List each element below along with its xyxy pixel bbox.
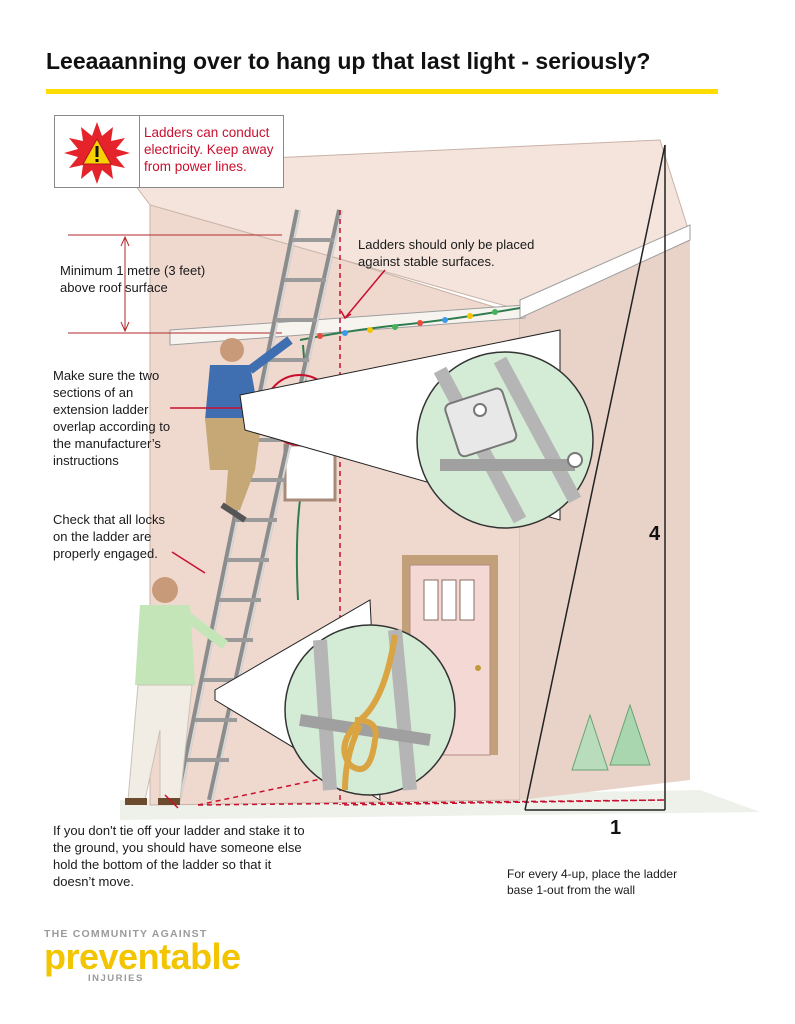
tie-off-callout: If you don't tie off your ladder and sta… bbox=[53, 823, 305, 889]
ratio-up-label: 4 bbox=[649, 523, 661, 545]
overlap-callout: Make sure the two sections of an extensi… bbox=[53, 368, 171, 468]
logo-bottom-text: INJURIES bbox=[88, 973, 144, 984]
community-logo: THE COMMUNITY AGAINST preventable INJURI… bbox=[44, 928, 241, 984]
ratio-callout: For every 4-up, place the ladder base 1-… bbox=[507, 867, 678, 897]
shrub-far-right bbox=[571, 713, 609, 771]
logo-main-text: preventable bbox=[44, 936, 241, 977]
locks-callout: Check that all locks on the ladder are p… bbox=[53, 512, 165, 561]
door-pane-3 bbox=[459, 579, 475, 621]
roof-edge bbox=[519, 224, 691, 319]
spotter-worker bbox=[125, 577, 228, 805]
ratio-triangle bbox=[524, 144, 666, 811]
shrub-right bbox=[609, 703, 651, 766]
rope-tie-detail-inset bbox=[284, 624, 456, 796]
gutter bbox=[169, 304, 526, 346]
title-underline bbox=[46, 89, 718, 94]
warning-text: Ladders can conduct electricity. Keep aw… bbox=[144, 125, 274, 174]
warning-icon-cell bbox=[55, 116, 140, 187]
warning-triangle-icon bbox=[64, 122, 130, 184]
warning-box: Ladders can conduct electricity. Keep aw… bbox=[54, 115, 284, 188]
logo-top-text: THE COMMUNITY AGAINST bbox=[44, 928, 208, 940]
door-pane-1 bbox=[423, 579, 439, 621]
door-pane-2 bbox=[441, 579, 457, 621]
overlap-detail-inset bbox=[416, 351, 594, 529]
ratio-out-label: 1 bbox=[610, 817, 622, 839]
height-callout: Minimum 1 metre (3 feet) above roof surf… bbox=[60, 263, 206, 295]
door-knob bbox=[475, 665, 481, 671]
page-title: Leeaaanning over to hang up that last li… bbox=[46, 48, 651, 74]
stable-surface-callout: Ladders should only be placed against st… bbox=[358, 237, 535, 269]
